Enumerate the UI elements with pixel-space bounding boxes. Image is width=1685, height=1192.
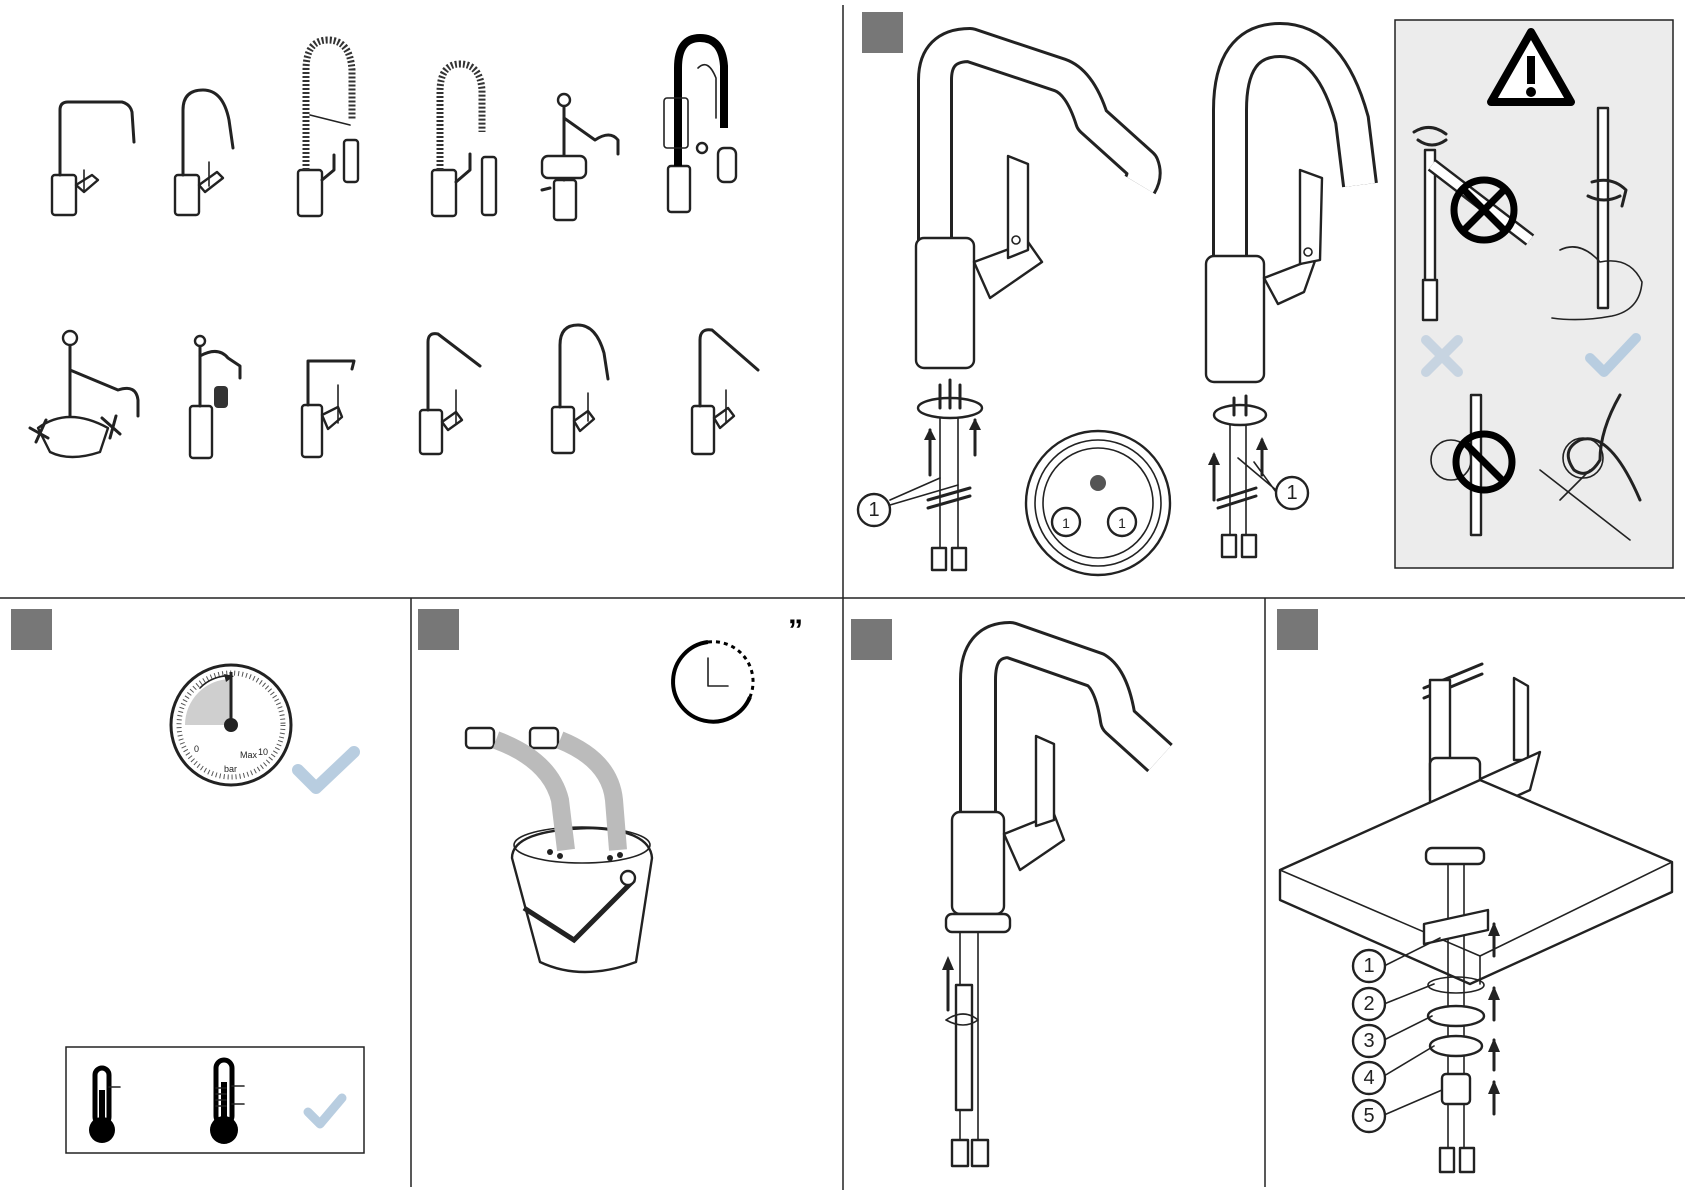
faucet-variant-gooseneck bbox=[552, 325, 608, 453]
faucet-variant-spring-pro bbox=[298, 40, 358, 216]
faucet-variants-grid bbox=[30, 38, 758, 458]
faucet-variant-classic-lever bbox=[542, 94, 618, 220]
mounting-hoses-left bbox=[890, 380, 982, 570]
mounting-hoses-right bbox=[1208, 396, 1276, 557]
faucet-arc-spout-large bbox=[1206, 40, 1360, 382]
pressure-gauge-panel: 0 Max 10 bar bbox=[66, 665, 364, 1153]
insert-hoses-panel bbox=[942, 640, 1160, 1166]
gauge-max-label: Max bbox=[240, 750, 258, 760]
faucet-variant-spring-compact bbox=[432, 64, 496, 216]
faucet-variant-classic-spring bbox=[664, 38, 736, 212]
callout-part-4-label: 4 bbox=[1363, 1067, 1374, 1089]
faucet-variant-arc-spout bbox=[175, 90, 233, 215]
fixing-assembly-panel: 1 2 3 4 5 bbox=[1280, 664, 1672, 1172]
faucet-square-spout-large bbox=[916, 45, 1144, 368]
check-icon bbox=[298, 752, 354, 788]
faucet-variant-flat-lever bbox=[302, 361, 354, 457]
callout-base-hole-right-label: 1 bbox=[1118, 515, 1126, 531]
gauge-max-value: 10 bbox=[258, 747, 268, 757]
callout-part-3-label: 3 bbox=[1363, 1030, 1374, 1052]
step-badge-flush bbox=[418, 609, 459, 650]
faucet-variant-square-spout bbox=[52, 102, 134, 215]
callout-part-1-label: 1 bbox=[1363, 955, 1374, 977]
callout-hose-right-label: 1 bbox=[1286, 482, 1297, 504]
gauge-min-label: 0 bbox=[194, 744, 199, 754]
faucet-variant-straight-angled bbox=[692, 330, 758, 454]
bucket-icon bbox=[512, 827, 652, 972]
step-badge-insert-hoses bbox=[851, 619, 892, 660]
hose-handling-warning-panel bbox=[1395, 20, 1673, 568]
faucet-variant-two-handle-bridge bbox=[30, 331, 138, 457]
callout-part-5-label: 5 bbox=[1363, 1105, 1374, 1127]
callout-base-hole-left-label: 1 bbox=[1062, 515, 1070, 531]
temperature-requirements-box bbox=[66, 1047, 364, 1153]
faucet-variant-angled-spout bbox=[420, 334, 480, 454]
flush-pipes-panel: ” bbox=[466, 614, 803, 972]
faucet-mounting-overview: 1 1 1 1 bbox=[858, 40, 1360, 575]
base-underside-view bbox=[1026, 431, 1170, 575]
gauge-unit-label: bar bbox=[224, 764, 237, 774]
step-badge-pressure bbox=[11, 609, 52, 650]
step-badge-fixing bbox=[1277, 609, 1318, 650]
callout-hose-left-label: 1 bbox=[868, 499, 879, 521]
clock-icon bbox=[673, 642, 753, 722]
faucet-variant-classic-tall bbox=[190, 336, 240, 458]
flush-duration-seconds-mark: ” bbox=[788, 614, 803, 647]
step-badge-mounting bbox=[862, 12, 903, 53]
callout-part-2-label: 2 bbox=[1363, 993, 1374, 1015]
